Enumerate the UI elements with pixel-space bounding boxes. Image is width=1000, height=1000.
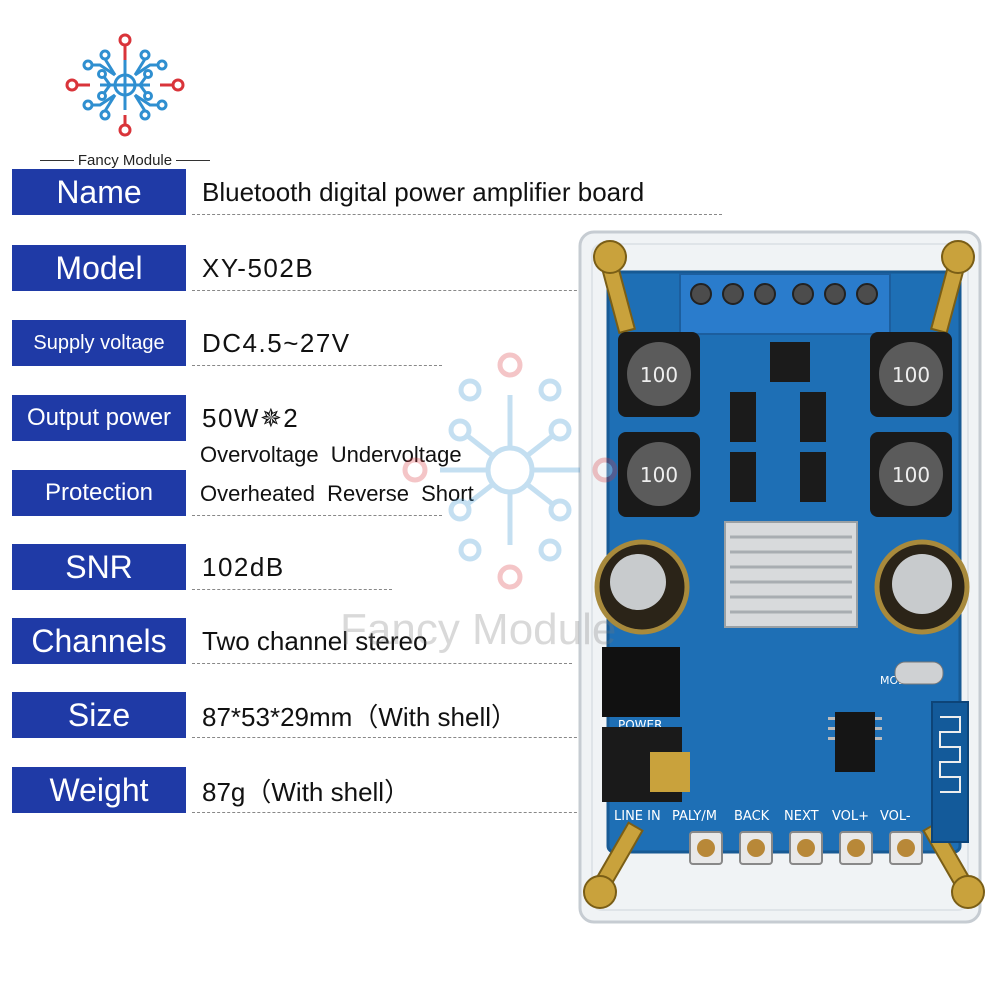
spec-divider — [192, 515, 442, 516]
spec-label-size: Size — [12, 692, 186, 738]
spec-divider — [192, 663, 572, 664]
spec-value-size: 87*53*29mm（With shell） — [202, 701, 518, 732]
brand-divider — [40, 159, 74, 161]
spec-row-snr: SNR 102dB — [12, 544, 732, 590]
board-button-label: LINE IN — [614, 809, 661, 824]
spec-value-model: XY-502B — [202, 252, 315, 283]
spec-divider — [192, 214, 722, 215]
inductors: 100 100 100 100 — [618, 332, 952, 517]
spec-value-channels: Two channel stereo — [202, 625, 428, 656]
spec-row-protection: Protection — [12, 470, 732, 516]
board-button-label: NEXT — [784, 809, 819, 824]
spec-row-weight: Weight 87g（With shell） — [12, 767, 732, 813]
spec-divider — [192, 365, 442, 366]
inductor-label: 100 — [640, 363, 678, 387]
inductor-label: 100 — [640, 463, 678, 487]
spec-label-channels: Channels — [12, 618, 186, 664]
spec-divider — [192, 589, 392, 590]
brand-name: Fancy Module — [77, 151, 173, 169]
spec-value-snr: 102dB — [202, 551, 285, 582]
spec-label-protection: Protection — [12, 470, 186, 516]
spec-label-name: Name — [12, 169, 186, 215]
product-photo: 100 100 100 100 POWER MODE LINE IN — [578, 230, 985, 924]
spec-value-protection-line1: Overvoltage Undervoltage — [200, 442, 462, 467]
spec-row-output-power: Output power 50W✵2 — [12, 395, 732, 441]
watermark-text: Fancy Module — [340, 605, 617, 654]
board-button-label: PALY/M — [672, 809, 717, 824]
spec-value-supply-voltage: DC4.5~27V — [202, 327, 351, 358]
spec-label-snr: SNR — [12, 544, 186, 590]
brand-logo — [65, 33, 185, 137]
spec-value-weight: 87g（With shell） — [202, 776, 411, 807]
inductor-label: 100 — [892, 463, 930, 487]
spec-value-protection-line2: Overheated Reverse Short — [200, 481, 474, 506]
spec-divider — [192, 812, 592, 813]
spec-value-output-power: 50W✵2 — [202, 402, 300, 433]
spec-divider — [192, 737, 592, 738]
spec-row-supply-voltage: Supply voltage DC4.5~27V — [12, 320, 732, 366]
watermark-logo — [402, 352, 618, 590]
spec-row-size: Size 87*53*29mm（With shell） — [12, 692, 732, 738]
board-button-label: VOL- — [880, 809, 911, 824]
spec-value-name: Bluetooth digital power amplifier board — [202, 176, 645, 207]
spec-divider — [192, 290, 592, 291]
board-button-label: BACK — [734, 809, 770, 824]
spec-label-output-power: Output power — [12, 395, 186, 441]
spec-row-channels: Channels Two channel stereo — [12, 618, 732, 664]
spec-label-supply-voltage: Supply voltage — [12, 320, 186, 366]
spec-row-name: Name Bluetooth digital power amplifier b… — [12, 169, 732, 215]
spec-row-model: Model XY-502B — [12, 245, 732, 291]
spec-label-model: Model — [12, 245, 186, 291]
board-button-label: VOL+ — [832, 809, 869, 824]
brand-divider — [176, 159, 210, 161]
inductor-label: 100 — [892, 363, 930, 387]
brand-caption: Fancy Module — [40, 150, 210, 170]
spec-label-weight: Weight — [12, 767, 186, 813]
